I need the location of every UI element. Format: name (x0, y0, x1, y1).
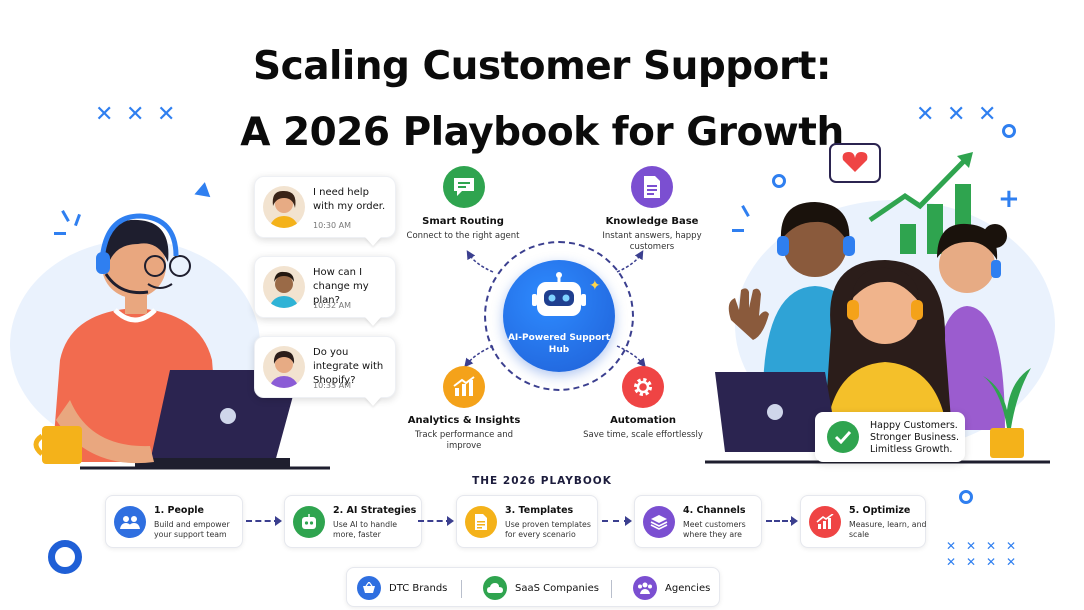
feature-description: Connect to the right agent (406, 231, 520, 241)
step-title: 5. Optimize (849, 505, 911, 516)
chat-message-card: I need help with my order. 10:30 AM (254, 176, 396, 238)
step-description: Measure, learn, and scale (849, 520, 927, 539)
sound-lines-decoration (54, 210, 90, 240)
feature-description: Track performance and improve (414, 430, 514, 451)
x-decoration-icon: ✕ (916, 102, 935, 127)
x-decoration-icon: ✕ (126, 102, 145, 127)
hub-connector-arrows (464, 250, 646, 368)
audience-item: Agencies (633, 576, 710, 600)
step-description: Build and empower your support team (154, 520, 230, 539)
step-arrow (602, 516, 632, 526)
feature-title: Smart Routing (422, 216, 504, 227)
trend-icon (809, 506, 841, 538)
audience-item: DTC Brands (357, 576, 447, 600)
ring-decoration-icon (1002, 124, 1016, 138)
x-decoration-icon: ✕ (947, 102, 966, 127)
divider (461, 580, 462, 598)
hub-orbit-ring (484, 241, 634, 391)
x-decoration-icon: ✕ (157, 102, 176, 127)
robot-icon (532, 272, 586, 316)
chat-message-text: Do you integrate with Shopify? (313, 347, 384, 386)
chat-timestamp: 10:32 AM (313, 301, 351, 310)
ring-decoration-icon (48, 540, 82, 574)
feature-title: Analytics & Insights (407, 415, 521, 426)
step-title: 3. Templates (505, 505, 574, 516)
step-title: 4. Channels (683, 505, 746, 516)
step-arrow (418, 516, 454, 526)
people-icon (114, 506, 146, 538)
step-description: Use proven templates for every scenario (505, 520, 591, 539)
happy-customers-text: Happy Customers. Stronger Business. Limi… (870, 420, 959, 455)
cloud-icon (483, 576, 507, 600)
chat-message-text: I need help with my order. (313, 187, 386, 212)
chat-message-card: Do you integrate with Shopify? 10:33 AM (254, 336, 396, 398)
basket-icon (357, 576, 381, 600)
playbook-step: 4. Channels Meet customers where they ar… (634, 495, 762, 548)
playbook-step: 5. Optimize Measure, learn, and scale (800, 495, 926, 548)
ring-decoration-icon (959, 490, 973, 504)
audience-label: DTC Brands (389, 582, 448, 594)
feature-title: Automation (610, 415, 676, 426)
audience-label: Agencies (665, 582, 711, 594)
x-decoration-icon: ✕ (95, 102, 114, 127)
feature-title: Knowledge Base (605, 216, 699, 227)
group-icon (633, 576, 657, 600)
step-title: 1. People (154, 505, 204, 516)
step-description: Meet customers where they are (683, 520, 746, 539)
x-grid-decoration: ✕✕✕✕ ✕✕✕✕ (946, 539, 1017, 569)
playbook-heading: THE 2026 PLAYBOOK (472, 475, 612, 487)
chat-message-card: How can I change my plan? 10:32 AM (254, 256, 396, 318)
chat-message-text: How can I change my plan? (313, 267, 369, 306)
divider (611, 580, 612, 598)
ring-decoration-icon (772, 174, 786, 188)
x-decoration-icon: ✕ (978, 102, 997, 127)
feature-description: Save time, scale effortlessly (583, 430, 703, 440)
step-arrow (766, 516, 798, 526)
automation-gear-icon (622, 366, 664, 408)
step-title: 2. AI Strategies (333, 505, 417, 516)
happy-customers-card: Happy Customers. Stronger Business. Limi… (815, 412, 965, 462)
layers-icon (643, 506, 675, 538)
playbook-step: 1. People Build and empower your support… (105, 495, 243, 548)
template-icon (465, 506, 497, 538)
checkmark-icon (827, 421, 859, 453)
page-title-line-2: A 2026 Playbook for Growth (240, 110, 844, 155)
audience-bar: DTC Brands SaaS Companies Agencies (346, 567, 720, 607)
playbook-step: 2. AI Strategies Use AI to handle more, … (284, 495, 422, 548)
sound-lines-decoration (728, 205, 758, 235)
customer-avatar (263, 266, 305, 308)
feature-description: Instant answers, happy customers (602, 231, 702, 252)
chat-timestamp: 10:33 AM (313, 381, 351, 390)
triangle-decoration-icon (191, 182, 211, 202)
smart-routing-chat-icon (443, 166, 485, 208)
playbook-step: 3. Templates Use proven templates for ev… (456, 495, 598, 548)
plus-decoration-icon: + (998, 184, 1020, 214)
step-description: Use AI to handle more, faster (333, 520, 398, 539)
ai-support-hub: ✦ (503, 260, 615, 372)
step-arrow (246, 516, 282, 526)
customer-avatar (263, 346, 305, 388)
robot-icon (293, 506, 325, 538)
hub-label: AI-Powered Support Hub (507, 333, 611, 355)
chat-timestamp: 10:30 AM (313, 221, 351, 230)
page-title-line-1: Scaling Customer Support: (253, 44, 831, 89)
audience-label: SaaS Companies (515, 582, 599, 594)
analytics-bar-chart-icon (443, 366, 485, 408)
knowledge-base-document-icon (631, 166, 673, 208)
audience-item: SaaS Companies (483, 576, 599, 600)
sparkle-icon: ✦ (589, 278, 601, 294)
customer-avatar (263, 186, 305, 228)
